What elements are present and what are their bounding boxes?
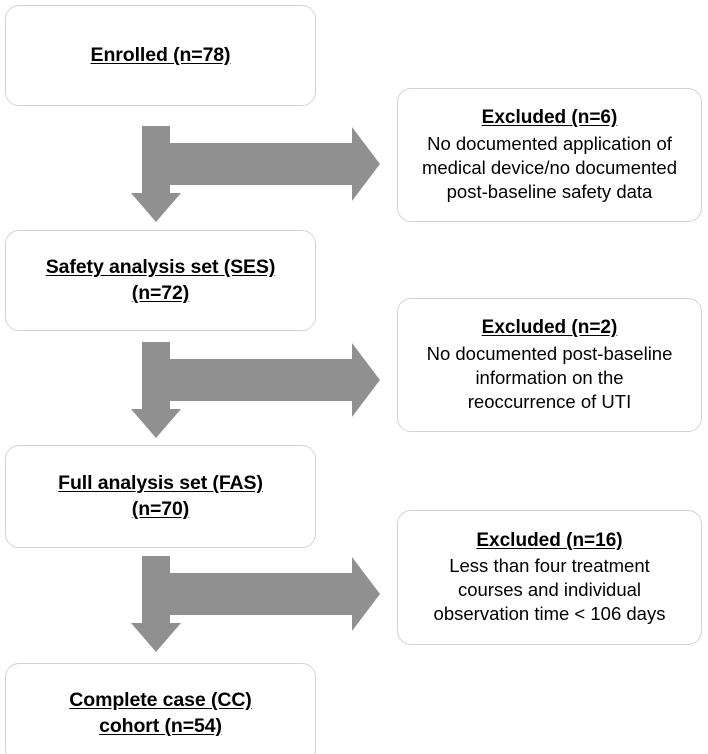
- stage-box-enrolled: Enrolled (n=78): [5, 5, 316, 106]
- arrow-down-3: [131, 556, 181, 652]
- exclusion-headline: Excluded (n=16): [476, 529, 623, 551]
- exclusion-reason: No documented post-baseline information …: [426, 342, 673, 412]
- stage-headline: Complete case (CC) cohort (n=54): [69, 689, 252, 737]
- arrow-right-2: [155, 343, 380, 417]
- arrow-down-1: [131, 126, 181, 222]
- stage-headline: Full analysis set (FAS) (n=70): [58, 472, 263, 520]
- arrow-right-1: [155, 127, 380, 201]
- stage-headline: Safety analysis set (SES) (n=72): [45, 256, 276, 304]
- arrow-right-3: [155, 557, 380, 631]
- arrow-down-2: [131, 342, 181, 438]
- stage-box-complete-case-cohort: Complete case (CC) cohort (n=54): [5, 663, 316, 754]
- exclusion-reason: Less than four treatment courses and ind…: [433, 555, 666, 625]
- exclusion-reason: No documented application of medical dev…: [421, 132, 678, 202]
- exclusion-headline: Excluded (n=2): [481, 317, 618, 339]
- exclusion-box-1: Excluded (n=6) No documented application…: [397, 88, 702, 222]
- exclusion-box-3: Excluded (n=16) Less than four treatment…: [397, 510, 702, 645]
- exclusion-headline: Excluded (n=6): [481, 107, 618, 129]
- exclusion-box-2: Excluded (n=2) No documented post-baseli…: [397, 298, 702, 432]
- stage-box-safety-analysis-set: Safety analysis set (SES) (n=72): [5, 230, 316, 331]
- stage-box-full-analysis-set: Full analysis set (FAS) (n=70): [5, 445, 316, 548]
- stage-headline: Enrolled (n=78): [90, 43, 231, 66]
